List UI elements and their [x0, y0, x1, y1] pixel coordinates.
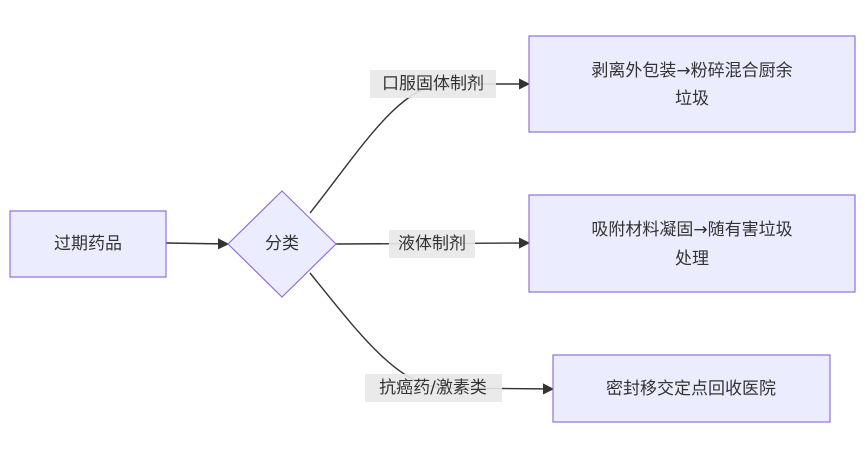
- node-decision: 分类: [227, 190, 337, 298]
- edge-decision-to-special: [309, 272, 555, 395]
- node-decision-text: 分类: [265, 234, 299, 254]
- node-start: 过期药品: [9, 210, 167, 278]
- edge-label-oral-text: 口服固体制剂: [382, 74, 484, 94]
- edge-label-oral: 口服固体制剂: [370, 70, 496, 98]
- edges: [165, 78, 555, 395]
- node-liquid-text-line2: 处理: [675, 249, 709, 269]
- edge-label-liquid-text: 液体制剂: [398, 234, 466, 254]
- edge-label-special: 抗癌药/激素类: [365, 374, 502, 402]
- node-special: 密封移交定点回收医院: [552, 354, 831, 423]
- edge-decision-to-oral: [309, 78, 531, 214]
- node-oral-text: 剥离外包装→粉碎混合厨余: [591, 61, 792, 81]
- node-start-text: 过期药品: [54, 234, 122, 254]
- node-liquid-text: 吸附材料凝固→随有害垃圾: [591, 220, 792, 240]
- edge-start-to-decision: [165, 238, 230, 250]
- node-oral-text-line2: 垃圾: [675, 89, 709, 109]
- node-oral: 剥离外包装→粉碎混合厨余 垃圾: [528, 35, 856, 133]
- edge-label-liquid: 液体制剂: [389, 230, 475, 258]
- node-special-text: 密封移交定点回收医院: [606, 379, 776, 399]
- node-liquid: 吸附材料凝固→随有害垃圾 处理: [528, 194, 856, 293]
- edge-label-special-text: 抗癌药/激素类: [379, 378, 487, 398]
